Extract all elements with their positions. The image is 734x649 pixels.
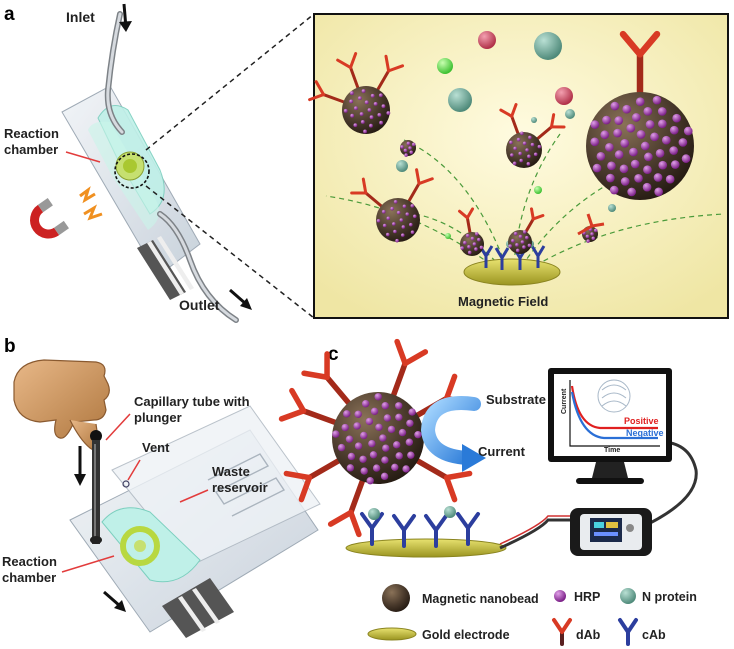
legend-gold-icon — [367, 627, 417, 641]
outlet-arrow-icon — [229, 288, 247, 306]
plunger-knob — [90, 430, 102, 442]
flow-arrow-b-icon — [103, 590, 121, 608]
legend-nprotein-label: N protein — [642, 590, 697, 604]
reaction-chamber-label-a-2: chamber — [4, 142, 58, 157]
magnet-icon — [30, 197, 69, 239]
zoom-free-proteins — [396, 31, 616, 239]
reaction-chamber-label-b-1: Reaction — [2, 554, 57, 569]
panel-c: c Substrate Current — [278, 338, 698, 558]
zoom-bead-large — [586, 30, 694, 200]
legend-bead-icon — [382, 584, 410, 612]
microfluidic-chip-b — [69, 405, 321, 638]
legend-hrp-label: HRP — [574, 590, 600, 604]
legend-cab-icon — [618, 618, 638, 646]
microfluidic-chip-a — [61, 85, 201, 300]
negative-label: Negative — [626, 428, 664, 438]
positive-label: Positive — [624, 416, 659, 426]
substrate-label: Substrate — [486, 392, 546, 407]
monitor: Current Time Positive Negative — [548, 368, 672, 484]
negative-curve — [570, 391, 658, 440]
legend-gold-label: Gold electrode — [422, 628, 510, 642]
panel-a: a Inlet Outlet Reaction — [4, 3, 729, 323]
substrate-current-arrow-icon — [420, 396, 481, 465]
zoom-bead-5 — [458, 207, 484, 256]
legend-cab-label: cAb — [642, 628, 666, 642]
plot-xlabel: Time — [604, 447, 620, 454]
zoom-caption: Magnetic Field — [458, 294, 548, 309]
panel-b-letter: b — [4, 336, 16, 357]
spark-icon — [79, 186, 96, 204]
legend-nprotein-icon — [620, 588, 636, 604]
zoom-bead-1 — [308, 52, 405, 134]
potentiostat-cable — [639, 440, 698, 530]
vent-label: Vent — [142, 440, 170, 455]
vent-hole — [122, 480, 130, 488]
reaction-chamber-label-a-1: Reaction — [4, 126, 59, 141]
outlet-label: Outlet — [179, 297, 220, 313]
waste-label-2: reservoir — [212, 480, 268, 495]
reaction-chamber-label-b-2: chamber — [2, 570, 56, 585]
reaction-chamber-pointer-a — [65, 151, 101, 163]
zoom-panel: Magnetic Field — [308, 13, 729, 319]
panel-c-letter: c — [328, 344, 339, 365]
panel-b: b Capillary — [2, 336, 321, 638]
plot-ylabel: Current — [561, 388, 568, 414]
electrode-wire — [499, 518, 572, 550]
zoom-bead-6 — [508, 207, 545, 254]
current-time-plot: Current Time Positive Negative — [561, 379, 664, 454]
thumb-down-icon — [13, 359, 110, 451]
zoom-bead-group — [308, 30, 694, 256]
zoom-bead-8 — [400, 140, 416, 157]
current-label: Current — [478, 444, 526, 459]
waste-label-1: Waste — [212, 464, 250, 479]
legend-bead-label: Magnetic nanobead — [422, 592, 539, 606]
zoom-line-top — [145, 13, 315, 151]
zoom-bead-3 — [350, 168, 434, 243]
zoom-bead-4 — [499, 102, 566, 168]
sandwich-bead — [278, 338, 473, 538]
panel-a-letter: a — [4, 4, 15, 25]
potentiostat-device — [570, 508, 652, 556]
sandwich-bead-core — [278, 338, 473, 538]
legend: Magnetic nanobead HRP N protein Gold ele… — [367, 584, 697, 646]
legend-dab-icon — [552, 618, 572, 646]
inlet-label: Inlet — [66, 9, 95, 25]
capillary-label-1: Capillary tube with — [134, 394, 250, 409]
legend-hrp-icon — [554, 590, 566, 602]
cab-row — [360, 512, 480, 548]
legend-dab-label: dAb — [576, 628, 601, 642]
chip-contacts-a — [137, 236, 194, 300]
zoom-line-bottom — [145, 185, 315, 319]
zoom-gold-electrode — [463, 258, 561, 286]
capillary-label-2: plunger — [134, 410, 182, 425]
